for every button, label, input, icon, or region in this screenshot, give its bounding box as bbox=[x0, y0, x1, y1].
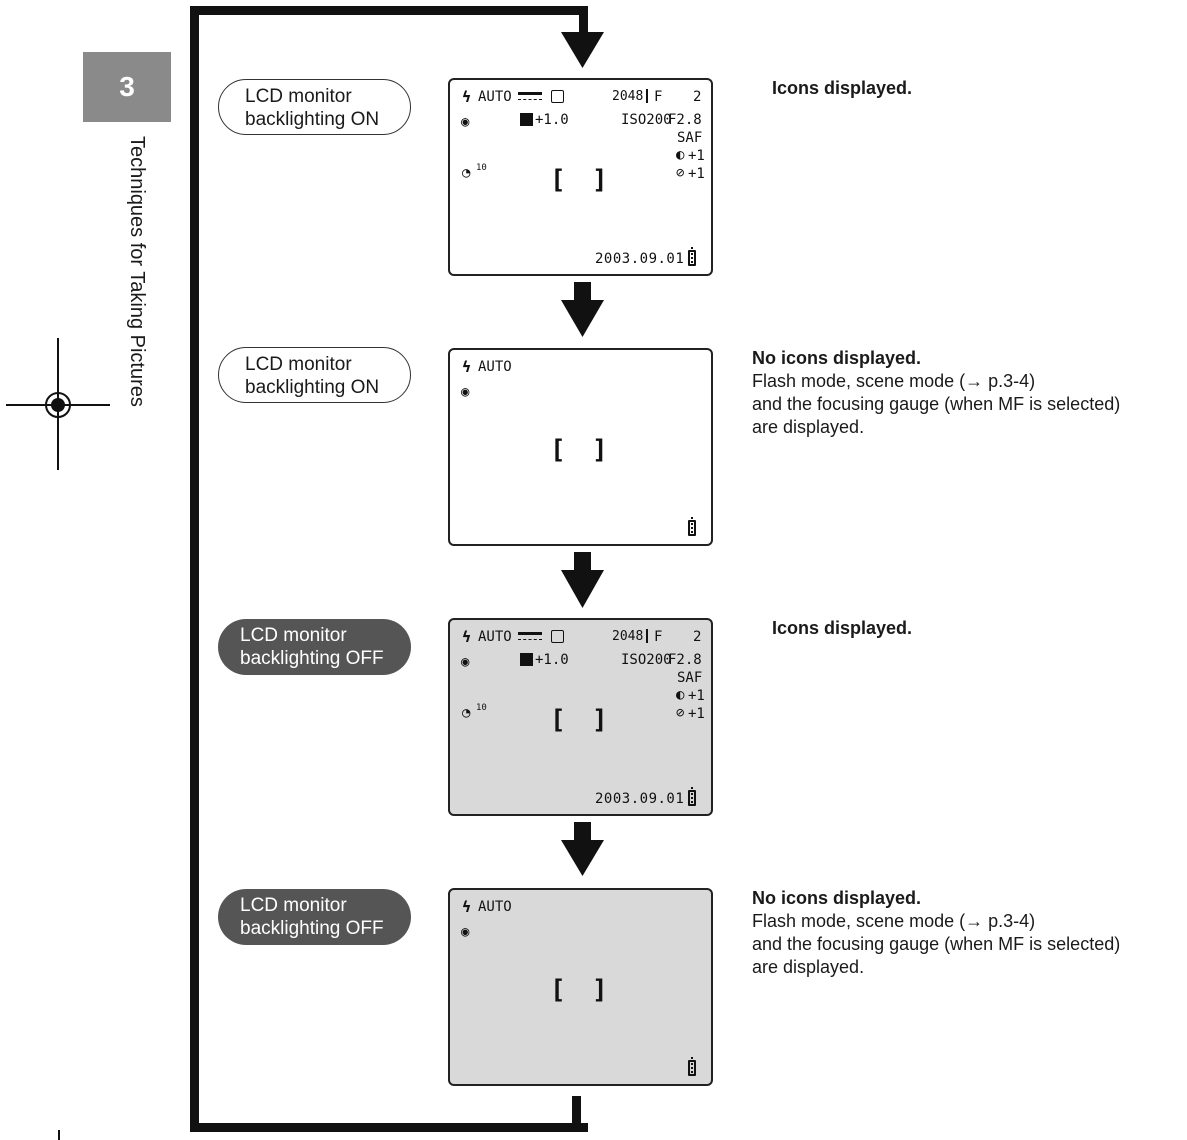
iso-text: ISO200 bbox=[621, 652, 672, 668]
af-frame-left: [ bbox=[550, 435, 566, 465]
lcd-screen-icons-on: ϟ AUTO 2048 F 2 ◉ +1.0 ISO200 F2.8 SAF ◐… bbox=[448, 618, 713, 816]
sharpness-icon: ⊘ bbox=[676, 165, 685, 181]
flash-mode-text: AUTO bbox=[478, 359, 512, 375]
battery-icon bbox=[688, 517, 696, 536]
resolution-divider bbox=[646, 89, 648, 103]
lcd-screen-icons-off: ϟ AUTO ◉ [ ] bbox=[448, 348, 713, 546]
chapter-number-tab: 3 bbox=[83, 52, 171, 122]
self-timer-icon: ◔ bbox=[462, 165, 471, 181]
af-frame-right: ] bbox=[592, 705, 608, 735]
arrow-down-icon bbox=[561, 32, 604, 68]
contrast-text: +1 bbox=[688, 688, 705, 704]
chapter-title: Techniques for Taking Pictures bbox=[126, 136, 148, 407]
sharpness-mode-icon bbox=[518, 632, 542, 640]
flash-mode-text: AUTO bbox=[478, 629, 512, 645]
focus-mode-text: SAF bbox=[677, 670, 703, 686]
red-eye-icon: ◉ bbox=[461, 384, 470, 400]
aperture-text: F2.8 bbox=[668, 652, 702, 668]
af-frame-left: [ bbox=[550, 705, 566, 735]
battery-icon bbox=[688, 787, 696, 806]
flash-icon: ϟ bbox=[462, 628, 472, 646]
sharpness-text: +1 bbox=[688, 706, 705, 722]
self-timer-icon: ◔ bbox=[462, 705, 471, 721]
red-eye-icon: ◉ bbox=[461, 114, 470, 130]
step-description: No icons displayed. Flash mode, scene mo… bbox=[752, 348, 1121, 437]
sharpness-icon: ⊘ bbox=[676, 705, 685, 721]
exposure-comp-icon bbox=[520, 653, 533, 666]
exposure-comp-text: +1.0 bbox=[535, 112, 569, 128]
battery-icon bbox=[688, 1057, 696, 1076]
exposure-comp-icon bbox=[520, 113, 533, 126]
af-frame-right: ] bbox=[592, 165, 608, 195]
flash-icon: ϟ bbox=[462, 898, 472, 916]
af-frame-left: [ bbox=[550, 975, 566, 1005]
arrow-down-icon bbox=[561, 570, 604, 608]
af-frame-left: [ bbox=[550, 165, 566, 195]
drive-mode-icon bbox=[551, 630, 564, 643]
date-text: 2003.09.01 bbox=[595, 251, 685, 267]
resolution-divider bbox=[646, 629, 648, 643]
sharpness-mode-icon bbox=[518, 92, 542, 100]
iso-text: ISO200 bbox=[621, 112, 672, 128]
flash-icon: ϟ bbox=[462, 358, 472, 376]
step-description: No icons displayed. Flash mode, scene mo… bbox=[752, 888, 1121, 977]
exposure-comp-text: +1.0 bbox=[535, 652, 569, 668]
battery-icon bbox=[688, 247, 696, 266]
af-frame-right: ] bbox=[592, 975, 608, 1005]
lcd-screen-icons-on: ϟ AUTO 2048 F 2 ◉ +1.0 ISO200 F2.8 SAF ◐… bbox=[448, 78, 713, 276]
drive-mode-icon bbox=[551, 90, 564, 103]
frames-remaining-text: 2 bbox=[693, 629, 702, 645]
arrow-down-icon bbox=[561, 840, 604, 876]
flash-mode-text: AUTO bbox=[478, 89, 512, 105]
contrast-icon: ◐ bbox=[676, 687, 685, 703]
resolution-text: 2048 bbox=[612, 89, 644, 104]
contrast-text: +1 bbox=[688, 148, 705, 164]
flash-mode-text: AUTO bbox=[478, 899, 512, 915]
focus-mode-text: SAF bbox=[677, 130, 703, 146]
self-timer-text: 10 bbox=[476, 163, 487, 173]
self-timer-text: 10 bbox=[476, 703, 487, 713]
step-description: Icons displayed. bbox=[772, 78, 913, 98]
resolution-text: 2048 bbox=[612, 629, 644, 644]
flash-icon: ϟ bbox=[462, 88, 472, 106]
quality-text: F bbox=[654, 629, 663, 645]
red-eye-icon: ◉ bbox=[461, 924, 470, 940]
frames-remaining-text: 2 bbox=[693, 89, 702, 105]
red-eye-icon: ◉ bbox=[461, 654, 470, 670]
date-text: 2003.09.01 bbox=[595, 791, 685, 807]
aperture-text: F2.8 bbox=[668, 112, 702, 128]
lcd-screen-icons-off: ϟ AUTO ◉ [ ] bbox=[448, 888, 713, 1086]
quality-text: F bbox=[654, 89, 663, 105]
af-frame-right: ] bbox=[592, 435, 608, 465]
step-description: Icons displayed. bbox=[772, 618, 913, 638]
contrast-icon: ◐ bbox=[676, 147, 685, 163]
arrow-down-icon bbox=[561, 300, 604, 337]
sharpness-text: +1 bbox=[688, 166, 705, 182]
